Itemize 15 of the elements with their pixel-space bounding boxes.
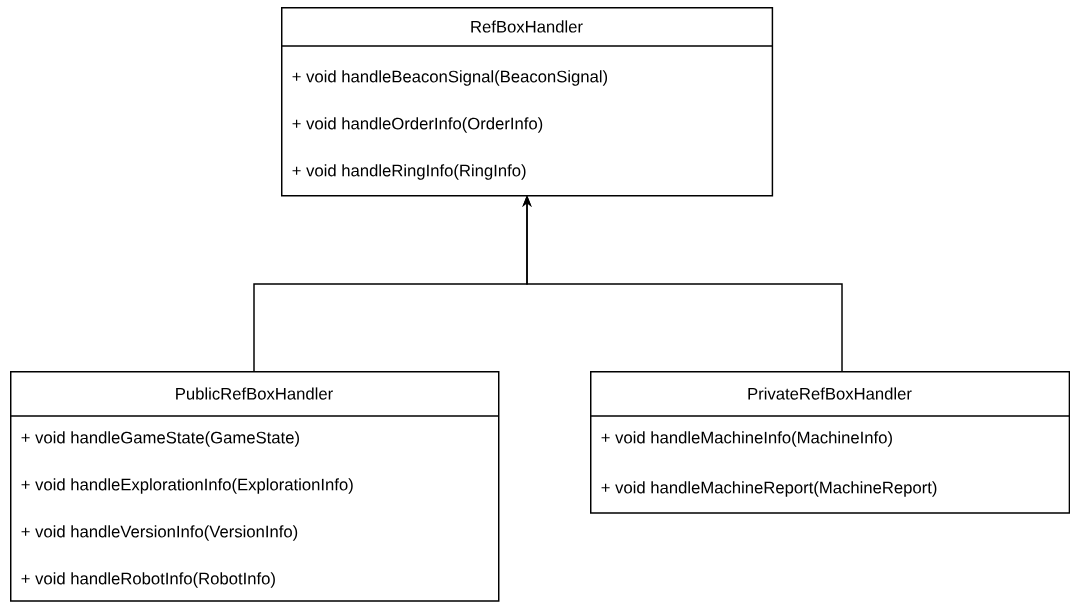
method: + void handleRingInfo(RingInfo) bbox=[292, 164, 526, 180]
method: + void handleGameState(GameState) bbox=[21, 431, 299, 447]
method: + void handleOrderInfo(OrderInfo) bbox=[292, 117, 543, 133]
class-name: PublicRefBoxHandler bbox=[176, 387, 333, 400]
class-box bbox=[9, 371, 500, 602]
method: + void handleExplorationInfo(ExplorationInfo) bbox=[21, 478, 353, 494]
class-box bbox=[589, 371, 1070, 514]
method: + void handleVersionInfo(VersionInfo) bbox=[21, 525, 298, 541]
method: + void handleRobotInfo(RobotInfo) bbox=[21, 572, 275, 588]
class-box bbox=[280, 7, 774, 197]
method: + void handleMachineInfo(MachineInfo) bbox=[601, 431, 892, 447]
method: + void handleBeaconSignal(BeaconSignal) bbox=[292, 70, 608, 86]
class-name: PrivateRefBoxHandler bbox=[748, 387, 912, 400]
class-name: RefBoxHandler bbox=[471, 20, 583, 33]
method: + void handleMachineReport(MachineReport) bbox=[601, 481, 937, 497]
